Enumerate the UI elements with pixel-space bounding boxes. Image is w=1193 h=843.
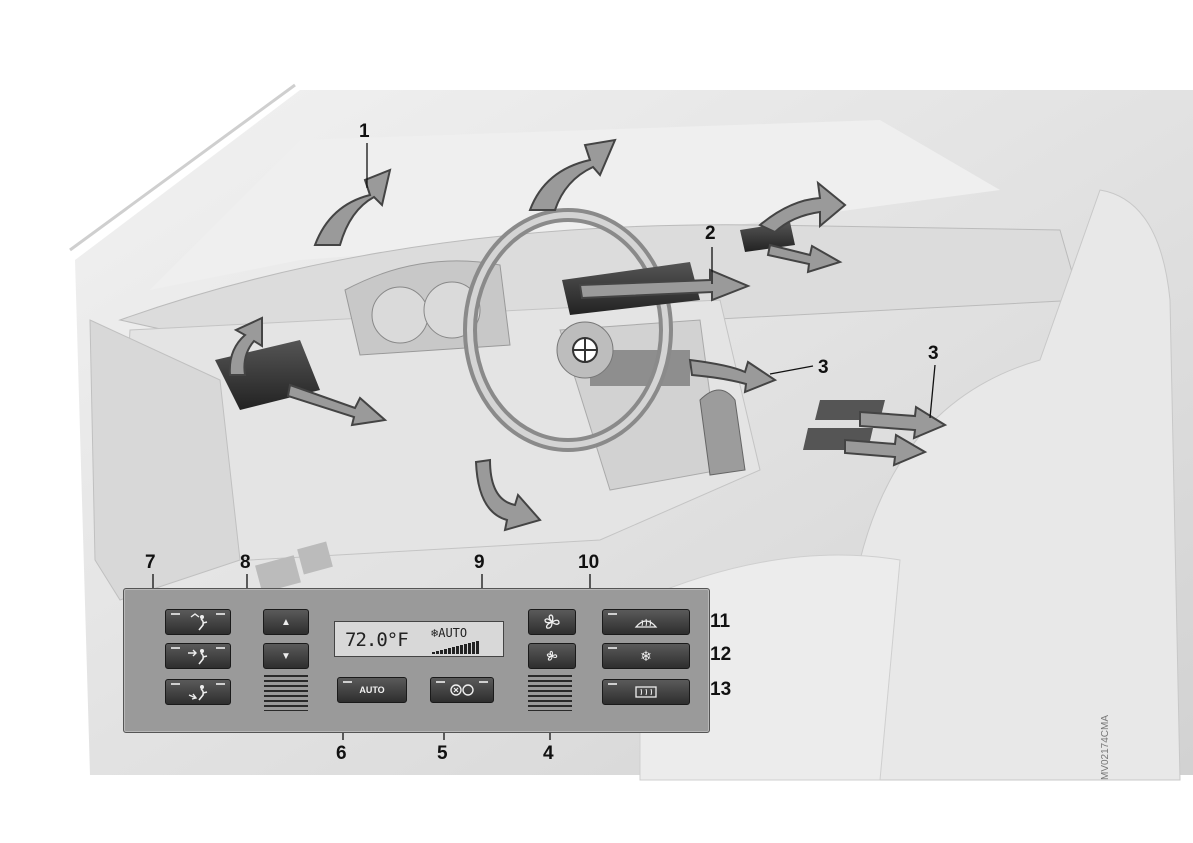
callout-10: 10 (578, 553, 599, 572)
temperature-down-button[interactable]: ▼ (263, 643, 309, 669)
callout-11: 11 (710, 612, 730, 631)
air-upper-body-icon (185, 613, 211, 631)
blower-bar (468, 643, 471, 654)
temperature-sensor-grille-left (264, 675, 308, 711)
recirculation-button[interactable] (430, 677, 494, 703)
blower-bar (440, 650, 443, 654)
rear-defroster-icon (634, 685, 658, 699)
blower-level-bars (432, 641, 479, 654)
blower-bar (456, 646, 459, 654)
callout-2: 2 (705, 224, 716, 243)
climate-control-panel: ▲ ▼ 72.0°F ❄AUTO AUTO (123, 588, 710, 733)
callout-6: 6 (336, 744, 347, 763)
air-body-icon (185, 647, 211, 665)
snowflake-icon: ❄ (640, 648, 652, 665)
air-body-button[interactable] (165, 643, 231, 669)
rear-window-defroster-button[interactable] (602, 679, 690, 705)
figure-code: MV02174CMA (1100, 700, 1120, 780)
blower-bar (452, 647, 455, 654)
blower-bar (472, 642, 475, 654)
blower-bar (476, 641, 479, 654)
air-footwell-button[interactable] (165, 679, 231, 705)
display-mode: ❄AUTO (431, 626, 467, 640)
air-upper-body-button[interactable] (165, 609, 231, 635)
callout-7: 7 (145, 553, 156, 572)
callout-5: 5 (437, 744, 448, 763)
blower-bar (448, 648, 451, 654)
callout-1: 1 (359, 122, 370, 141)
callout-13: 13 (710, 680, 731, 699)
fan-high-icon (543, 614, 561, 630)
air-volume-increase-button[interactable] (528, 609, 576, 635)
callout-9: 9 (474, 553, 485, 572)
air-volume-decrease-button[interactable] (528, 643, 576, 669)
callout-8: 8 (240, 553, 251, 572)
blower-bar (432, 652, 435, 654)
defrost-icon (634, 615, 658, 629)
callout-4: 4 (543, 744, 554, 763)
callout-3-rear: 3 (928, 344, 939, 363)
display-temperature: 72.0°F (345, 629, 408, 651)
blower-bar (436, 651, 439, 654)
down-arrow-icon: ▼ (281, 651, 291, 662)
air-footwell-icon (185, 683, 211, 701)
defrost-button[interactable] (602, 609, 690, 635)
blower-bar (444, 649, 447, 654)
up-arrow-icon: ▲ (281, 617, 291, 628)
callout-3-footwell: 3 (818, 358, 829, 377)
climate-display: 72.0°F ❄AUTO (334, 621, 504, 657)
temperature-up-button[interactable]: ▲ (263, 609, 309, 635)
auto-button-label: AUTO (359, 685, 384, 695)
recirculation-icon (447, 682, 477, 698)
temperature-sensor-grille-right (528, 675, 572, 711)
callout-12: 12 (710, 645, 731, 664)
fan-low-icon (546, 650, 558, 662)
auto-button[interactable]: AUTO (337, 677, 407, 703)
cooling-button[interactable]: ❄ (602, 643, 690, 669)
blower-bar (460, 645, 463, 654)
blower-bar (464, 644, 467, 654)
